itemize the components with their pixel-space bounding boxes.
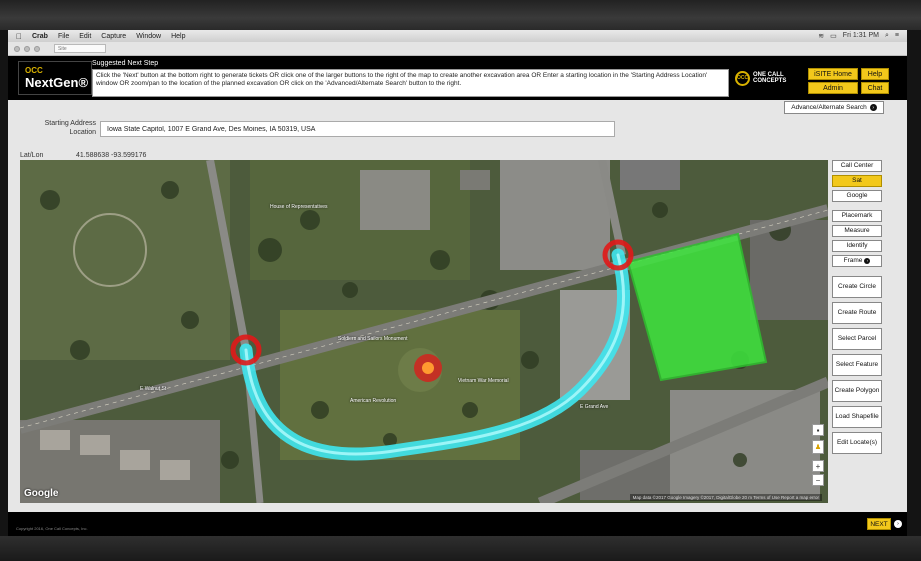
apple-icon[interactable]:  bbox=[16, 32, 22, 41]
latlon-label: Lat/Lon bbox=[20, 152, 44, 159]
placemark-button[interactable]: Placemark bbox=[832, 210, 882, 222]
sat-button[interactable]: Sat bbox=[832, 175, 882, 187]
monitor-bezel-top bbox=[0, 0, 921, 30]
map-type-icon[interactable]: ▪ bbox=[812, 424, 824, 436]
create-route-button[interactable]: Create Route bbox=[832, 302, 882, 324]
menu-help[interactable]: Help bbox=[165, 32, 185, 40]
frame-label: Frame bbox=[843, 257, 863, 264]
map-attribution[interactable]: Map data ©2017 Google Imagery ©2017, Dig… bbox=[629, 494, 822, 501]
chevron-right-icon: › bbox=[864, 258, 871, 264]
window-minimize-icon[interactable] bbox=[24, 45, 30, 52]
advanced-search-button[interactable]: Advance/Alternate Search › bbox=[784, 101, 884, 114]
map-label-e-grand: E Grand Ave bbox=[580, 404, 609, 410]
menu-window[interactable]: Window bbox=[130, 32, 161, 40]
admin-button[interactable]: Admin bbox=[808, 82, 858, 94]
menu-edit[interactable]: Edit bbox=[73, 32, 91, 40]
map-label-fountain: Soldiers and Sailors Monument bbox=[338, 336, 408, 342]
select-parcel-button[interactable]: Select Parcel bbox=[832, 328, 882, 350]
frame-button[interactable]: Frame › bbox=[832, 255, 882, 267]
chat-button[interactable]: Chat bbox=[861, 82, 889, 94]
identify-button[interactable]: Identify bbox=[832, 240, 882, 252]
menu-list-icon[interactable]: ≡ bbox=[894, 32, 899, 39]
select-feature-button[interactable]: Select Feature bbox=[832, 354, 882, 376]
app-window: OCC NextGen® Suggested Next Step Click t… bbox=[8, 56, 907, 536]
address-label: Starting Address Location bbox=[44, 120, 96, 136]
next-button[interactable]: NEXT bbox=[867, 518, 891, 530]
browser-tab[interactable]: Site bbox=[54, 44, 106, 53]
battery-icon[interactable]: ▭ bbox=[830, 33, 837, 40]
nextgen-logo: OCC NextGen® bbox=[18, 61, 92, 95]
one-call-concepts-logo: OCC ONE CALL CONCEPTS bbox=[735, 68, 805, 88]
window-close-icon[interactable] bbox=[14, 45, 20, 52]
copyright-text: Copyright 2016, One Call Concepts, Inc. bbox=[16, 526, 88, 531]
suggested-step-text: Click the 'Next' button at the bottom ri… bbox=[92, 69, 729, 97]
search-icon[interactable]: ⌕ bbox=[884, 32, 889, 39]
pegman-icon[interactable]: ♟ bbox=[812, 440, 824, 454]
menu-file[interactable]: File bbox=[51, 32, 69, 40]
chevron-right-icon: › bbox=[869, 104, 877, 111]
menu-app-name[interactable]: Crab bbox=[26, 32, 48, 40]
advanced-search-label: Advance/Alternate Search bbox=[791, 104, 867, 111]
map-label-memorial: Vietnam War Memorial bbox=[458, 378, 509, 384]
call-center-button[interactable]: Call Center bbox=[832, 160, 882, 172]
map-imagery bbox=[20, 160, 828, 503]
load-shapefile-button[interactable]: Load Shapefile bbox=[832, 406, 882, 428]
window-zoom-icon[interactable] bbox=[34, 45, 40, 52]
menubar-clock[interactable]: Fri 1:31 PM bbox=[842, 32, 879, 39]
isite-home-button[interactable]: iSITE Home bbox=[808, 68, 858, 80]
address-input[interactable] bbox=[100, 121, 615, 137]
chevron-right-icon[interactable]: › bbox=[894, 520, 902, 528]
wifi-icon[interactable]: ≋ bbox=[818, 33, 825, 40]
os-menubar:  Crab File Edit Capture Window Help ≋ ▭… bbox=[8, 30, 907, 42]
edit-locate-button[interactable]: Edit Locate(s) bbox=[832, 432, 882, 454]
map-label-house-reps: House of Representatives bbox=[270, 204, 328, 210]
monitor-bezel-bottom bbox=[0, 536, 921, 561]
browser-toolbar: Site bbox=[8, 42, 907, 56]
zoom-out-button[interactable]: − bbox=[812, 474, 824, 486]
map-label-e-walnut: E Walnut St bbox=[140, 386, 167, 392]
google-button[interactable]: Google bbox=[832, 190, 882, 202]
create-circle-button[interactable]: Create Circle bbox=[832, 276, 882, 298]
app-footer: Copyright 2016, One Call Concepts, Inc. … bbox=[8, 512, 907, 536]
occ-logo-text: ONE CALL CONCEPTS bbox=[753, 72, 787, 84]
occ-logo-mark: OCC bbox=[735, 70, 750, 86]
satellite-map[interactable]: House of Representatives Soldiers and Sa… bbox=[20, 160, 828, 503]
app-header: OCC NextGen® Suggested Next Step Click t… bbox=[8, 56, 907, 100]
zoom-in-button[interactable]: + bbox=[812, 460, 824, 472]
suggested-step-title: Suggested Next Step bbox=[92, 60, 159, 67]
map-label-revolution: American Revolution bbox=[350, 398, 397, 404]
logo-text: NextGen® bbox=[25, 75, 89, 90]
measure-button[interactable]: Measure bbox=[832, 225, 882, 237]
menu-capture[interactable]: Capture bbox=[95, 32, 126, 40]
help-button[interactable]: Help bbox=[861, 68, 889, 80]
latlon-value: 41.588638 -93.599176 bbox=[76, 152, 147, 159]
logo-small-text: OCC bbox=[25, 66, 43, 75]
create-polygon-button[interactable]: Create Polygon bbox=[832, 380, 882, 402]
google-logo: Google bbox=[24, 488, 59, 499]
